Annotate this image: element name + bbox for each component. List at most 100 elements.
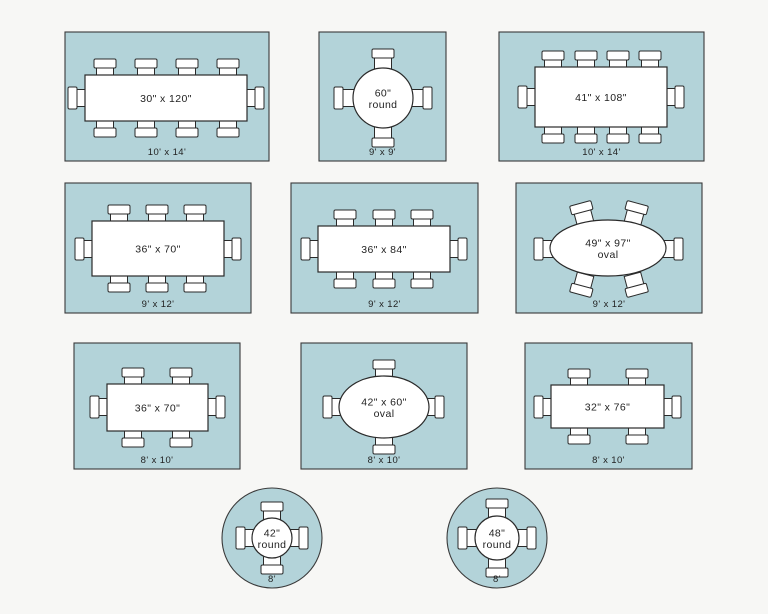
rectangular-table — [550, 384, 665, 429]
chair-back — [93, 127, 117, 138]
rug-size-label: 9' x 12' — [142, 299, 175, 310]
chair-back — [567, 368, 591, 379]
chair-back — [175, 58, 199, 69]
chair-back — [74, 237, 85, 261]
layout-8: 42" x 60"oval 8' x 10' — [300, 342, 468, 470]
chair-back — [298, 526, 309, 550]
chair-back — [410, 278, 434, 289]
rug-size-label: 10' x 14' — [582, 147, 620, 158]
chair-back — [254, 86, 265, 110]
chair-back — [606, 133, 630, 144]
table-size-label: 36" x 70" — [135, 244, 181, 256]
table-size-label: 30" x 120" — [140, 93, 192, 105]
chair-back — [216, 58, 240, 69]
layout-3: 41" x 108" 10' x 14' — [498, 31, 705, 162]
chair-back — [145, 204, 169, 215]
table-size-label: oval — [374, 408, 395, 420]
chair-back — [673, 237, 684, 261]
layout-7: 36" x 70"8' x 10' — [73, 342, 241, 470]
chair — [371, 48, 395, 71]
rug-size-label: 8' — [268, 574, 276, 585]
rug-size-label: 10' x 14' — [148, 147, 186, 158]
chair — [567, 368, 591, 391]
chair-back — [574, 133, 598, 144]
chair-back — [372, 444, 396, 455]
layout-9: 32" x 76" 8' x 10' — [524, 342, 693, 470]
table-size-label: round — [483, 539, 512, 551]
chair-back — [569, 282, 594, 298]
rug-size-label: 9' x 9' — [369, 147, 396, 158]
chair-back — [93, 58, 117, 69]
chair-back — [674, 85, 685, 109]
table-size-label: 48" — [489, 527, 506, 539]
chair-back — [625, 434, 649, 445]
chair-back — [216, 127, 240, 138]
chair-back — [638, 50, 662, 61]
chair-back — [231, 237, 242, 261]
chair — [410, 266, 434, 289]
rug-size-label: 8' x 10' — [368, 455, 401, 466]
chair-back — [526, 526, 537, 550]
rug-size-label: 8' x 10' — [592, 455, 625, 466]
table-size-label: 49" x 97" — [585, 237, 631, 249]
layout-4: 36" x 70" 9' x 12' — [64, 182, 252, 314]
chair — [410, 86, 433, 110]
chair-back — [260, 564, 284, 575]
chair-back — [169, 367, 193, 378]
chair-back — [371, 137, 395, 148]
chair-back — [300, 237, 311, 261]
table-size-label: 32" x 76" — [585, 402, 631, 414]
table-size-label: 42" x 60" — [361, 396, 407, 408]
chair — [623, 271, 649, 298]
chair-back — [169, 437, 193, 448]
chair-back — [134, 127, 158, 138]
rectangular-table — [534, 66, 668, 128]
rectangular-table — [84, 74, 248, 122]
chair-back — [107, 282, 131, 293]
table-size-label: 41" x 108" — [575, 92, 627, 104]
chair — [371, 125, 395, 148]
layout-1: 30" x 120" 10' x 14' — [64, 31, 270, 162]
rug-size-label: 8' x 10' — [141, 455, 174, 466]
chair-back — [107, 204, 131, 215]
chair-back — [145, 282, 169, 293]
chair-back — [183, 204, 207, 215]
chair-back — [260, 501, 284, 512]
chair-back — [457, 237, 468, 261]
table-size-label: round — [258, 539, 287, 551]
chair-back — [410, 209, 434, 220]
chair-back — [215, 395, 226, 419]
chair-back — [541, 133, 565, 144]
layout-5: 36" x 84"9' x 12' — [290, 182, 479, 314]
chair-back — [434, 395, 445, 419]
round-table — [352, 67, 414, 129]
rectangular-table — [91, 220, 225, 277]
table-size-label: 60" — [375, 87, 392, 99]
chair-back — [671, 395, 682, 419]
rectangular-table — [317, 225, 451, 273]
oval-table — [549, 219, 667, 277]
chair-back — [606, 50, 630, 61]
chair-back — [422, 86, 433, 110]
chair-back — [371, 48, 395, 59]
chair-back — [121, 367, 145, 378]
round-table — [474, 515, 520, 561]
chair-back — [638, 133, 662, 144]
chair — [333, 86, 356, 110]
chair-back — [67, 86, 78, 110]
chair-back — [625, 368, 649, 379]
table-size-label: 36" x 84" — [361, 244, 407, 256]
chair-back — [541, 50, 565, 61]
chair-back — [372, 359, 396, 370]
chair-back — [235, 526, 246, 550]
table-size-label: 42" — [264, 527, 281, 539]
chair-back — [485, 498, 509, 509]
chair-back — [485, 567, 509, 578]
round-table — [251, 517, 293, 559]
chair-back — [624, 282, 649, 298]
chair-back — [333, 209, 357, 220]
chair-back — [322, 395, 333, 419]
